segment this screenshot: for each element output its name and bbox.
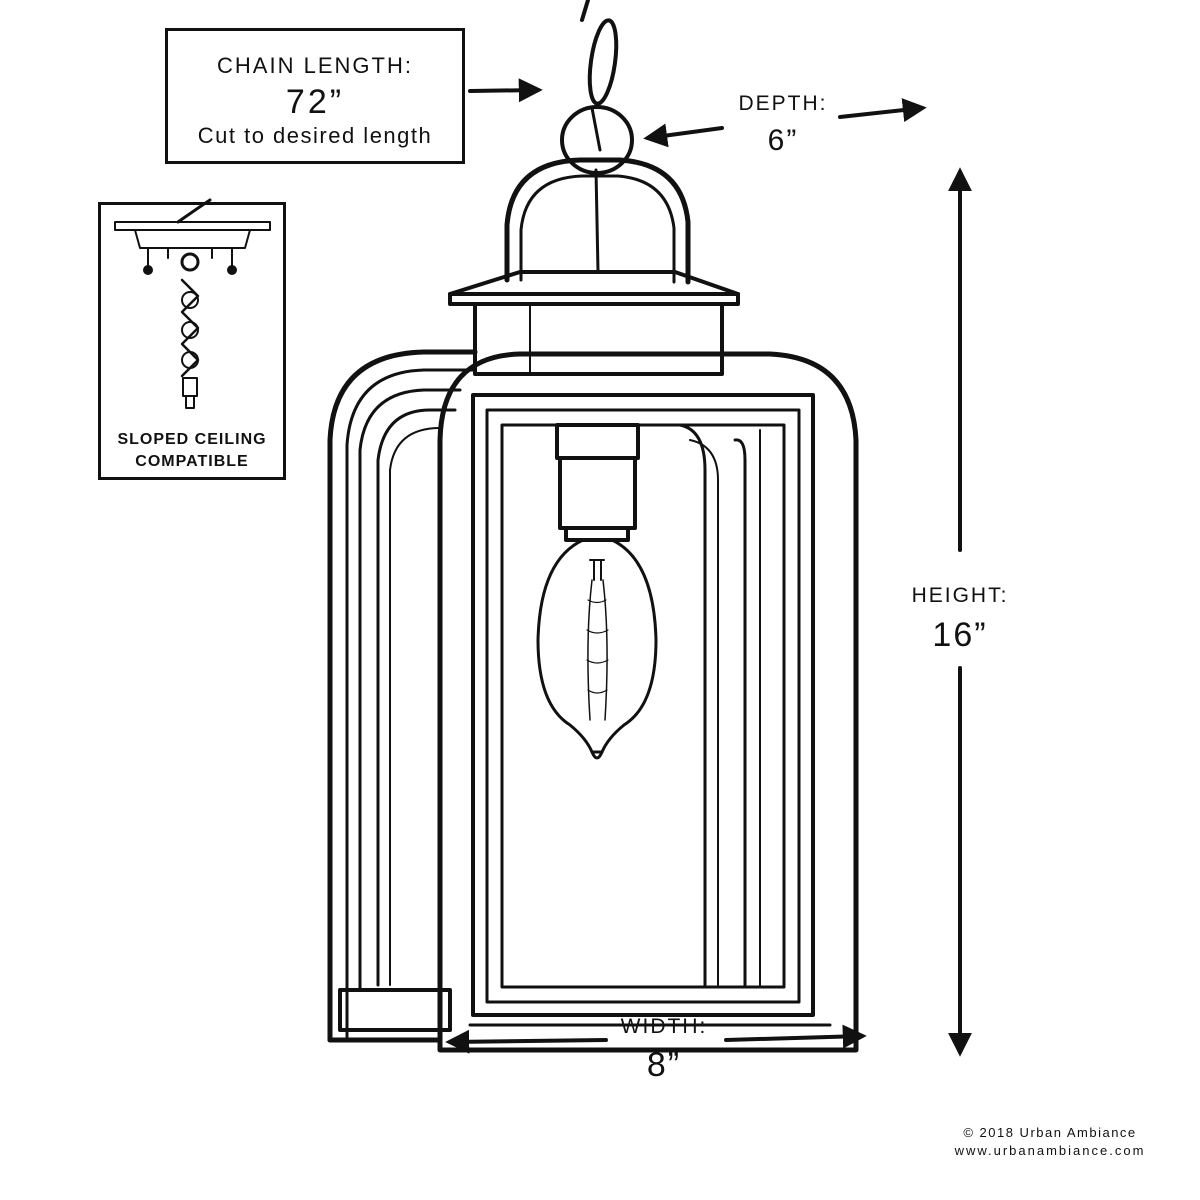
- height-value: 16”: [932, 616, 988, 654]
- copyright-text: © 2018 Urban Ambiance: [963, 1125, 1137, 1140]
- chain-links: [560, 0, 634, 274]
- website-text: www.urbanambiance.com: [954, 1143, 1146, 1158]
- frame-left: [327, 349, 478, 1043]
- hanging-loop: [504, 157, 691, 285]
- sloped-ceiling-canopy-icon: [114, 198, 271, 409]
- chain-length-callout: CHAIN LENGTH: 72” Cut to desired length: [165, 28, 465, 164]
- inset-caption-line1: SLOPED CEILING: [117, 431, 267, 448]
- width-arrow-right: [724, 1024, 867, 1049]
- inset-caption-line2: COMPATIBLE: [135, 453, 249, 470]
- width-arrow-left: [445, 1029, 608, 1054]
- depth-arrow-left: [643, 123, 724, 148]
- chain-length-label: CHAIN LENGTH:: [217, 53, 413, 78]
- width-value: 8”: [646, 1046, 682, 1084]
- chain-arrow: [468, 78, 543, 103]
- depth-value: 6”: [767, 124, 799, 157]
- dimension-arrows: [445, 78, 972, 1057]
- chain-length-note: Cut to desired length: [197, 123, 433, 148]
- edison-bulb-icon: [536, 538, 658, 760]
- height-label: HEIGHT:: [911, 584, 1009, 607]
- sloped-ceiling-inset: SLOPED CEILING COMPATIBLE: [98, 202, 286, 480]
- depth-arrow-right: [838, 98, 927, 123]
- width-label: WIDTH:: [620, 1015, 708, 1038]
- bulb-socket: [555, 423, 640, 542]
- depth-label: DEPTH:: [738, 92, 828, 115]
- frame-front: [437, 351, 859, 1053]
- cap-plate: [448, 270, 740, 376]
- chain-length-value: 72”: [285, 83, 345, 121]
